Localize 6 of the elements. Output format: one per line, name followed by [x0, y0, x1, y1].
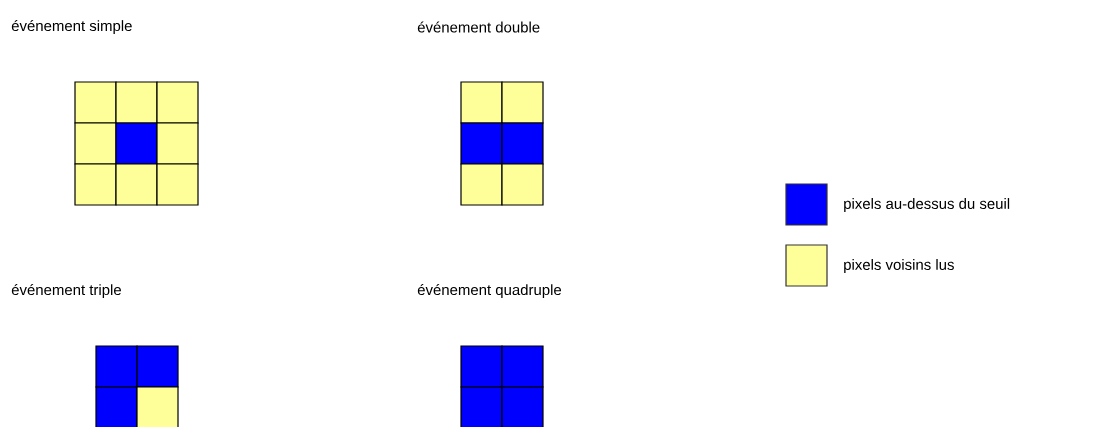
- legend-label: pixels voisins lus: [844, 259, 954, 273]
- legend-label: pixels au-dessus du seuil: [844, 198, 1010, 212]
- grid-title: événement double: [417, 21, 540, 33]
- grid-title: événement quadruple: [417, 283, 562, 299]
- grid-title: événement simple: [11, 19, 132, 35]
- grid-title: événement triple: [11, 283, 121, 299]
